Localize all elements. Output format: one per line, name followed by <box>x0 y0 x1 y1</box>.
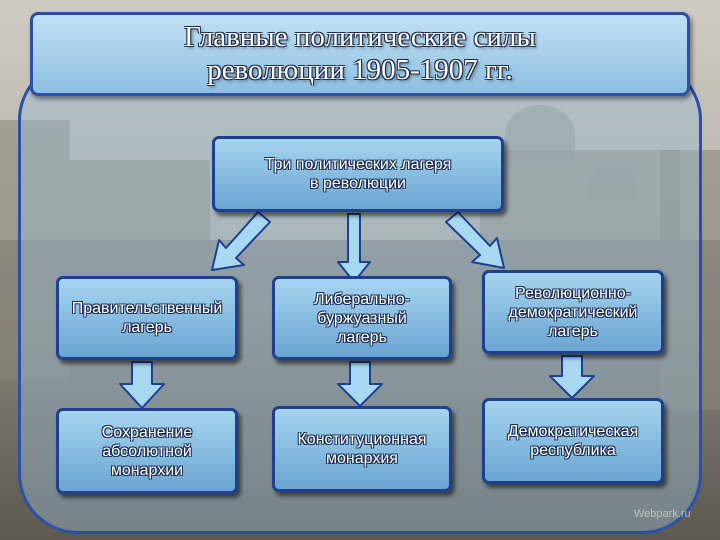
watermark: Webpark.ru <box>634 508 691 520</box>
goal-democratic-republic: Демократическая республика <box>482 398 664 484</box>
goal-line-1: Сохранение <box>101 423 193 441</box>
camp-line-2: буржуазный <box>317 309 407 327</box>
goal-line-2: абсолютной <box>102 442 192 460</box>
goal-line-1: Конституционная <box>297 431 427 448</box>
arrow-root-to-government <box>211 211 271 271</box>
goal-line-2: монархия <box>326 450 398 467</box>
root-line-1: Три политических лагеря <box>264 156 452 173</box>
camp-line-3: лагерь <box>337 328 387 346</box>
title-line-2: революции 1905-1907 гг. <box>207 54 513 86</box>
arrow-root-to-liberal <box>337 213 371 283</box>
camp-line-3: лагерь <box>548 322 598 340</box>
camp-line-1: Революционно- <box>515 284 631 302</box>
arrow-revolutionary-to-goal <box>549 355 595 399</box>
root-node-three-camps: Три политических лагеря в революции <box>212 136 504 212</box>
root-line-2: в революции <box>310 175 406 192</box>
goal-constitutional-monarchy: Конституционная монархия <box>272 406 452 492</box>
camp-line-1: Правительственный <box>71 300 223 317</box>
camp-revolutionary-democratic: Революционно- демократический лагерь <box>482 270 664 354</box>
arrow-liberal-to-goal <box>337 361 383 407</box>
goal-absolute-monarchy: Сохранение абсолютной монархии <box>56 408 238 494</box>
arrow-root-to-revolutionary <box>445 211 505 269</box>
camp-government: Правительственный лагерь <box>56 276 238 360</box>
camp-line-1: Либерально- <box>314 290 410 308</box>
arrow-government-to-goal <box>119 361 165 409</box>
goal-line-2: республика <box>530 442 616 459</box>
title-line-1: Главные политические силы <box>184 21 536 53</box>
goal-line-3: монархии <box>110 461 184 479</box>
camp-liberal-bourgeois: Либерально- буржуазный лагерь <box>272 276 452 360</box>
page-title: Главные политические силы революции 1905… <box>30 12 690 96</box>
camp-line-2: демократический <box>508 303 638 321</box>
goal-line-1: Демократическая <box>507 423 639 440</box>
camp-line-2: лагерь <box>122 319 172 336</box>
